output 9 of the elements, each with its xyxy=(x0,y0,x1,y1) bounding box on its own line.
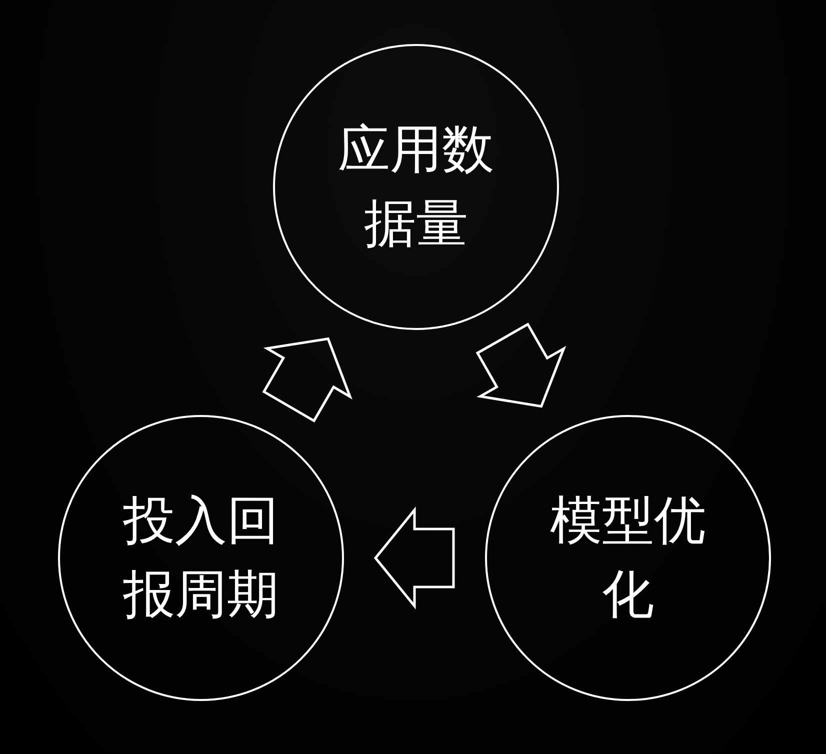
circle-node xyxy=(273,44,559,330)
node-label: 投入回报周期 xyxy=(122,490,280,627)
block-arrow xyxy=(476,322,566,408)
block-arrow xyxy=(262,337,352,422)
node-label: 模型优化 xyxy=(549,490,707,627)
block-arrow xyxy=(374,506,455,610)
node-label: 应用数据量 xyxy=(337,119,495,256)
circle-node xyxy=(485,415,771,701)
circle-node xyxy=(58,415,344,701)
